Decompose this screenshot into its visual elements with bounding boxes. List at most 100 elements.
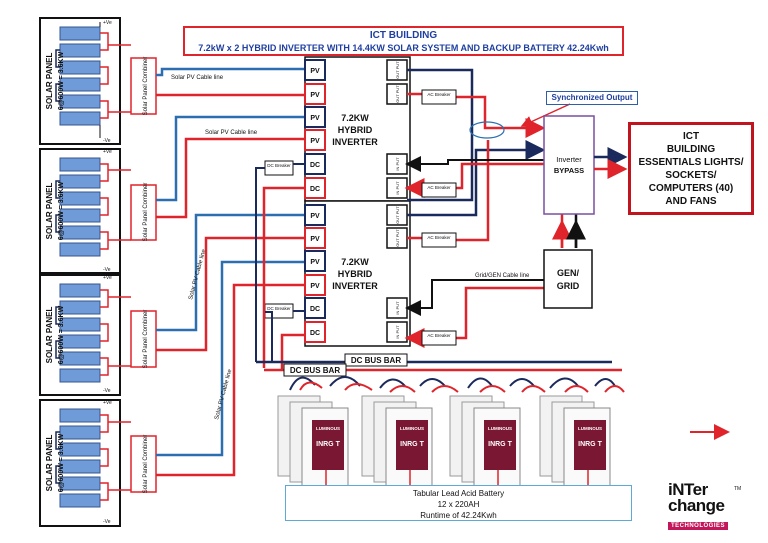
gen-grid-box: GEN/ GRID (543, 249, 593, 309)
solar-panel-array-3 (39, 274, 121, 396)
inv1-out-port-2: OUT PUT (395, 85, 400, 103)
inv1-dc-port-1: DC (310, 162, 320, 169)
panel-3-capacity: 6@600W = 3.6KW (58, 305, 65, 364)
dc-bus-bar-1-label: DC BUS BAR (351, 356, 401, 365)
inv2-in-port-2: IN PUT (395, 325, 400, 339)
solar-panel-array-4 (39, 399, 121, 527)
pv-cable-label-4: Solar PV Cable line (214, 368, 233, 420)
panel-2-pos-terminal: +Ve (103, 149, 112, 155)
dc-breaker-2-label: DC Breaker (267, 306, 291, 311)
panel-1-capacity: 6@600W = 3.6KW (58, 51, 65, 110)
panel-3-neg-terminal: -Ve (103, 388, 111, 394)
battery-4-label-panel (574, 420, 606, 470)
dc-bus-bar-2: DC BUS BAR (283, 363, 347, 377)
inv2-in-port-1: IN PUT (395, 301, 400, 315)
inv2-pv-port-4: PV (310, 283, 320, 290)
battery-3-brand: LUMINOUS (488, 426, 512, 431)
battery-1-model: INRG T (316, 441, 340, 448)
battery-group-3: LUMINOUS INRG T (449, 395, 521, 489)
panel-3-label: SOLAR PANEL (45, 307, 54, 364)
inv1-dc-port-2: DC (310, 186, 320, 193)
ac-breaker-1-label: AC Breaker (427, 92, 451, 97)
battery-group-2: LUMINOUS INRG T (361, 395, 433, 489)
battery-3-model: INRG T (488, 441, 512, 448)
pv-cable-label-1: Solar PV Cable line (171, 75, 224, 81)
panel-2-label: SOLAR PANEL (45, 183, 54, 240)
interchange-logo: iNTer change TM TECHNOLOGIES (668, 480, 758, 538)
combiner-1-label: Solar Panel Combiner (143, 57, 149, 116)
battery-4-model: INRG T (578, 441, 602, 448)
battery-1-label-panel (312, 420, 344, 470)
logo-line-2: change (668, 496, 725, 515)
panel-4-neg-terminal: -Ve (103, 519, 111, 525)
inv2-dc-port-1: DC (310, 306, 320, 313)
combiner-2: Solar Panel Combiner (130, 183, 157, 241)
battery-2-model: INRG T (400, 441, 424, 448)
inv2-pv-port-3: PV (310, 259, 320, 266)
logo-tm: TM (734, 486, 742, 492)
battery-2-label-panel (396, 420, 428, 470)
battery-group-1: LUMINOUS INRG T (277, 395, 349, 489)
inv2-out-port-1: OUT PUT (395, 206, 400, 224)
dc-bus-bar-2-label: DC BUS BAR (290, 366, 340, 375)
battery-info-line-3: Runtime of 42.24Kwh (420, 511, 497, 520)
sync-ellipse (469, 121, 505, 139)
ac-breaker-3-label: AC Breaker (427, 235, 451, 240)
solar-panel-array-2 (39, 148, 121, 274)
battery-2-brand: LUMINOUS (400, 426, 424, 431)
gen-grid-label-2: GRID (557, 281, 580, 291)
panel-3-pos-terminal: +Ve (103, 275, 112, 281)
sync-output-label: Synchronized Output (546, 91, 638, 105)
inv1-pv-port-1: PV (310, 68, 320, 75)
inverter-bypass: Inverter BYPASS (543, 115, 595, 215)
ac-breaker-1: AC Breaker (421, 89, 457, 105)
panel-1-label: SOLAR PANEL (45, 53, 54, 110)
logo-tag: TECHNOLOGIES (668, 522, 729, 530)
inv2-pv-port-2: PV (310, 236, 320, 243)
dc-breaker-1: DC Breaker (264, 160, 294, 176)
ac-breaker-4: AC Breaker (421, 330, 457, 346)
inverter-2-rating: 7.2KW (341, 257, 369, 267)
logo-line-1: iNTer (668, 480, 708, 499)
solar-panel-array-1 (39, 17, 121, 145)
inv1-in-port-1: IN PUT (395, 157, 400, 171)
inv1-pv-port-4: PV (310, 138, 320, 145)
grid-cable-label: Grid/GEN Cable line (475, 273, 530, 279)
title-box: ICT BUILDING 7.2kW x 2 HYBRID INVERTER W… (183, 26, 624, 56)
inv1-out-port-1: OUT PUT (395, 61, 400, 79)
inverter-1-type: HYBRID (338, 125, 373, 135)
panel-4-label: SOLAR PANEL (45, 435, 54, 492)
battery-group-4: LUMINOUS INRG T (539, 395, 611, 489)
inv1-pv-port-2: PV (310, 92, 320, 99)
panel-4-pos-terminal: +Ve (103, 400, 112, 406)
battery-4-brand: LUMINOUS (578, 426, 602, 431)
ac-breaker-4-label: AC Breaker (427, 333, 451, 338)
bypass-label-2: BYPASS (554, 166, 584, 175)
ac-breaker-2-label: AC Breaker (427, 185, 451, 190)
combiner-1: Solar Panel Combiner (130, 57, 157, 116)
battery-info-line-2: 12 x 220AH (437, 500, 480, 509)
panel-1-pos-terminal: +Ve (103, 20, 112, 26)
dc-bus-bar-1: DC BUS BAR (344, 353, 408, 367)
panel-4-capacity: 6@600W = 3.6KW (58, 433, 65, 492)
title-line-2: 7.2kW x 2 HYBRID INVERTER WITH 14.4KW SO… (198, 43, 609, 53)
inverter-2-name: INVERTER (332, 281, 378, 291)
ict-building-load-box: ICT BUILDING ESSENTIALS LIGHTS/ SOCKETS/… (628, 122, 754, 215)
pv-cable-label-2: Solar PV Cable line (205, 130, 258, 136)
battery-1-brand: LUMINOUS (316, 426, 340, 431)
panel-1-neg-terminal: -Ve (103, 138, 111, 144)
combiner-4-label: Solar Panel Combiner (143, 435, 149, 494)
inv2-pv-port-1: PV (310, 213, 320, 220)
ac-breaker-3: AC Breaker (421, 232, 457, 248)
pv-cable-label-3: Solar PV Cable line (188, 248, 207, 300)
inverter-1-name: INVERTER (332, 137, 378, 147)
ac-breaker-2: AC Breaker (421, 182, 457, 198)
inv1-pv-port-3: PV (310, 115, 320, 122)
bypass-label-1: Inverter (556, 155, 582, 164)
dc-breaker-1-label: DC Breaker (267, 163, 291, 168)
inverter-2-type: HYBRID (338, 269, 373, 279)
combiner-4: Solar Panel Combiner (130, 435, 157, 494)
inv1-in-port-2: IN PUT (395, 181, 400, 195)
battery-info-box: Tabular Lead Acid Battery 12 x 220AH Run… (285, 485, 632, 521)
